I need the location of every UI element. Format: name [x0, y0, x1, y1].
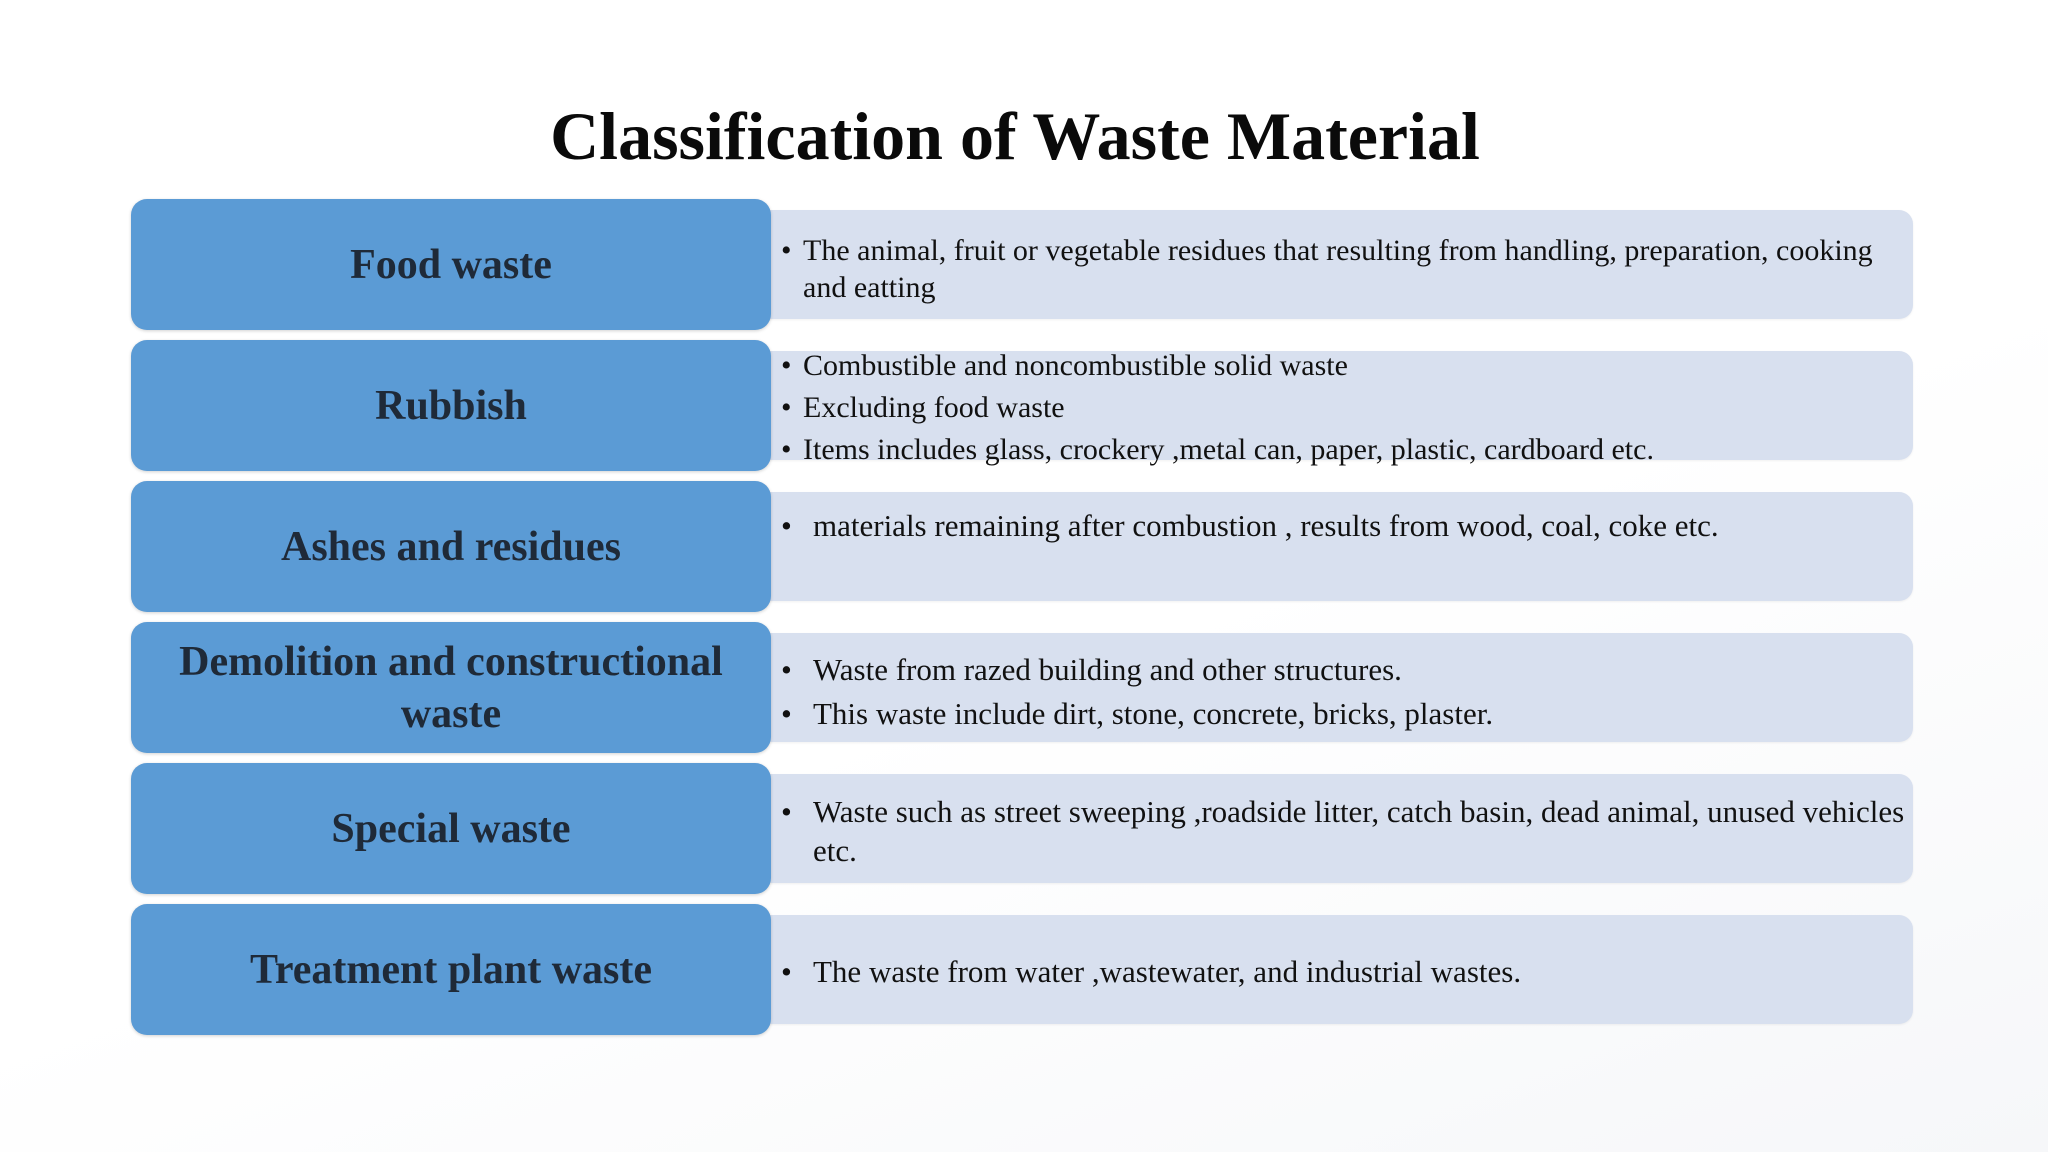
description-list: materials remaining after combustion , r… — [781, 481, 1913, 636]
description-bullet: materials remaining after combustion , r… — [781, 505, 1913, 546]
description-bullet: The waste from water ,wastewater, and in… — [781, 951, 1913, 992]
description-bullet: Combustible and noncombustible solid was… — [781, 345, 1913, 387]
classification-row-ashes-and-residues: Ashes and residues materials remaining a… — [131, 481, 1913, 612]
description-bullet: Items includes glass, crockery ,metal ca… — [781, 429, 1913, 471]
classification-row-treatment-plant-waste: Treatment plant waste The waste from wat… — [131, 904, 1913, 1035]
category-label: Ashes and residues — [281, 523, 621, 570]
description-bullet: This waste include dirt, stone, concrete… — [781, 693, 1913, 734]
category-box: Treatment plant waste — [131, 904, 771, 1035]
category-box: Rubbish — [131, 340, 771, 471]
category-box: Special waste — [131, 763, 771, 894]
category-box: Demolition and constructional waste — [131, 622, 771, 753]
category-label: Special waste — [331, 805, 571, 852]
description-bullet: Waste from razed building and other stru… — [781, 649, 1913, 690]
description-list: Waste from razed building and other stru… — [781, 622, 1913, 757]
description-bullet: Waste such as street sweeping ,roadside … — [781, 792, 1913, 870]
classification-table: Food waste The animal, fruit or vegetabl… — [131, 199, 1913, 1035]
category-label: Rubbish — [375, 382, 527, 429]
classification-row-rubbish: Rubbish Combustible and noncombustible s… — [131, 340, 1913, 471]
classification-row-food-waste: Food waste The animal, fruit or vegetabl… — [131, 199, 1913, 330]
description-list: Waste such as street sweeping ,roadside … — [781, 763, 1913, 896]
category-box: Food waste — [131, 199, 771, 330]
classification-row-demolition-and-constructional-waste: Demolition and constructional waste Wast… — [131, 622, 1913, 753]
classification-row-special-waste: Special waste Waste such as street sweep… — [131, 763, 1913, 894]
description-bullet: The animal, fruit or vegetable residues … — [781, 232, 1913, 306]
category-label: Treatment plant waste — [249, 946, 653, 993]
description-list: The animal, fruit or vegetable residues … — [781, 199, 1913, 334]
slide-title: Classification of Waste Material — [550, 98, 1480, 174]
description-list: Combustible and noncombustible solid was… — [781, 340, 1913, 473]
category-label: Food waste — [350, 241, 552, 288]
description-list: The waste from water ,wastewater, and in… — [781, 904, 1913, 1037]
category-box: Ashes and residues — [131, 481, 771, 612]
category-label: Demolition and constructional waste — [179, 638, 723, 737]
description-bullet: Excluding food waste — [781, 387, 1913, 429]
